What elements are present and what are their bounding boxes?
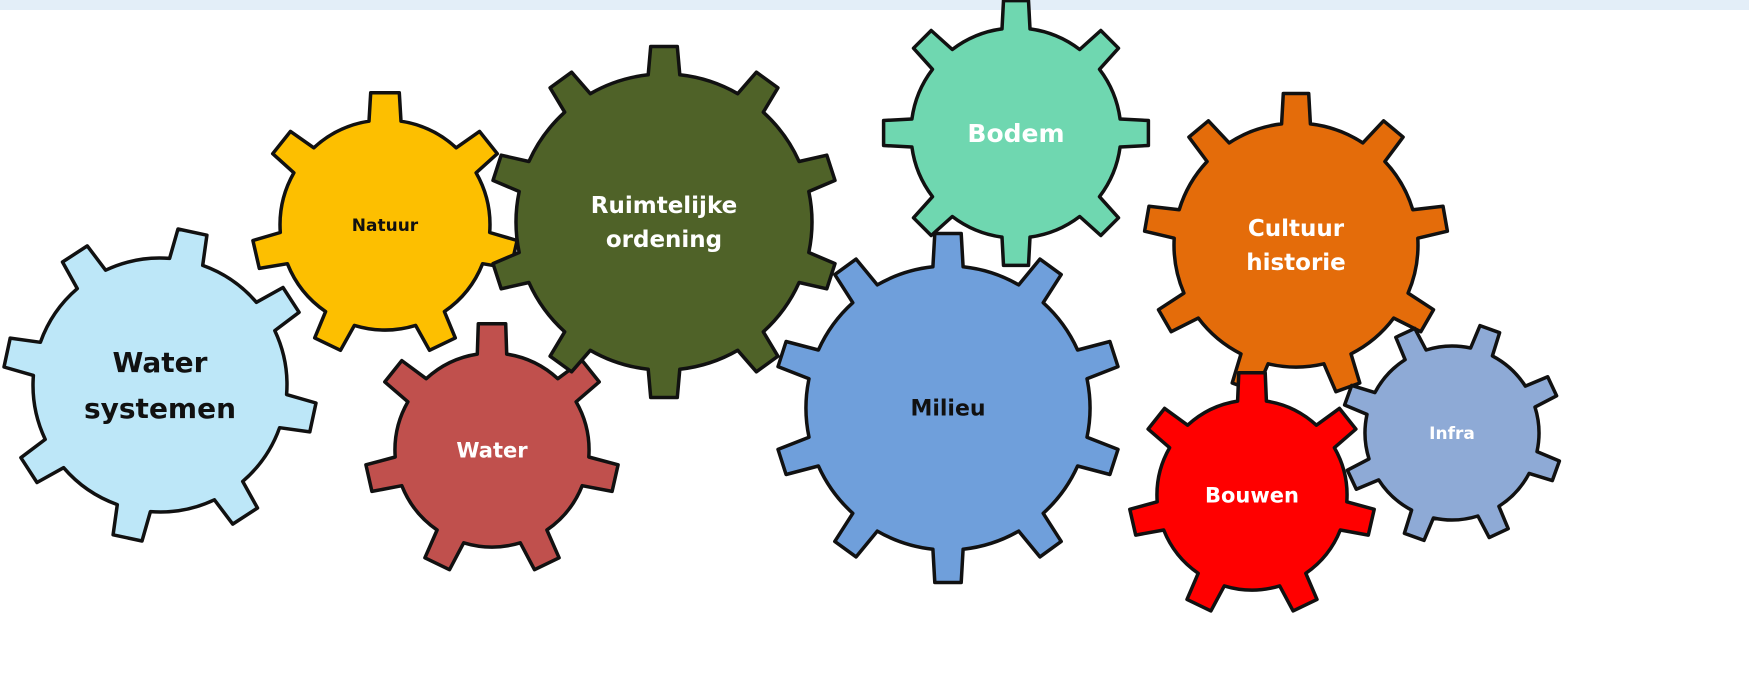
gear-label-line: ordening	[606, 227, 722, 253]
gear-shape-milieu	[776, 231, 1120, 585]
gear-shape-natuur	[251, 91, 519, 353]
gear-label-line: Milieu	[910, 397, 985, 422]
gear-label-line: historie	[1246, 250, 1346, 276]
top-band	[0, 0, 1749, 10]
gear-shape-water-systemen	[2, 227, 318, 543]
gear-shape-cultuurhistorie	[1142, 91, 1450, 394]
gear-bouwen: Bouwen	[1128, 370, 1376, 613]
gear-label-line: Water	[113, 346, 208, 379]
gear-water-systemen: Water systemen	[2, 227, 318, 543]
gear-label-milieu: Milieu	[910, 397, 985, 422]
gear-label-bouwen: Bouwen	[1205, 483, 1299, 507]
gear-bodem: Bodem	[881, 0, 1151, 268]
gear-milieu: Milieu	[776, 231, 1120, 585]
gear-ruimtelijke-ordening: Ruimtelijke ordening	[491, 44, 837, 400]
gear-label-water: Water	[456, 438, 528, 462]
gear-label-line: systemen	[84, 392, 236, 425]
gear-label-line: Cultuur	[1248, 216, 1345, 242]
gear-label-line: Water	[456, 438, 528, 462]
gear-shape-infra	[1342, 323, 1562, 543]
gear-label-line: Natuur	[352, 216, 419, 236]
gear-label-natuur: Natuur	[352, 216, 419, 236]
gear-label-bodem: Bodem	[967, 119, 1064, 148]
gear-cultuurhistorie: Cultuur historie	[1142, 91, 1450, 394]
gear-shape-water	[364, 321, 620, 572]
gear-natuur: Natuur	[251, 91, 519, 353]
gear-shape-bodem	[881, 0, 1151, 268]
gear-label-ruimtelijke-ordening: Ruimtelijke ordening	[591, 193, 737, 253]
gear-label-cultuurhistorie: Cultuur historie	[1246, 216, 1346, 276]
gear-label-water-systemen: Water systemen	[84, 346, 236, 425]
gear-label-line: Bouwen	[1205, 483, 1299, 507]
gear-water: Water	[364, 321, 620, 572]
gear-label-line: Bodem	[967, 119, 1064, 148]
gear-infra: Infra	[1342, 323, 1562, 543]
gear-shape-ruimtelijke-ordening	[491, 44, 837, 400]
gear-label-infra: Infra	[1429, 424, 1475, 444]
gear-label-line: Infra	[1429, 424, 1475, 444]
gear-label-line: Ruimtelijke	[591, 193, 737, 219]
gear-shape-bouwen	[1128, 370, 1376, 613]
